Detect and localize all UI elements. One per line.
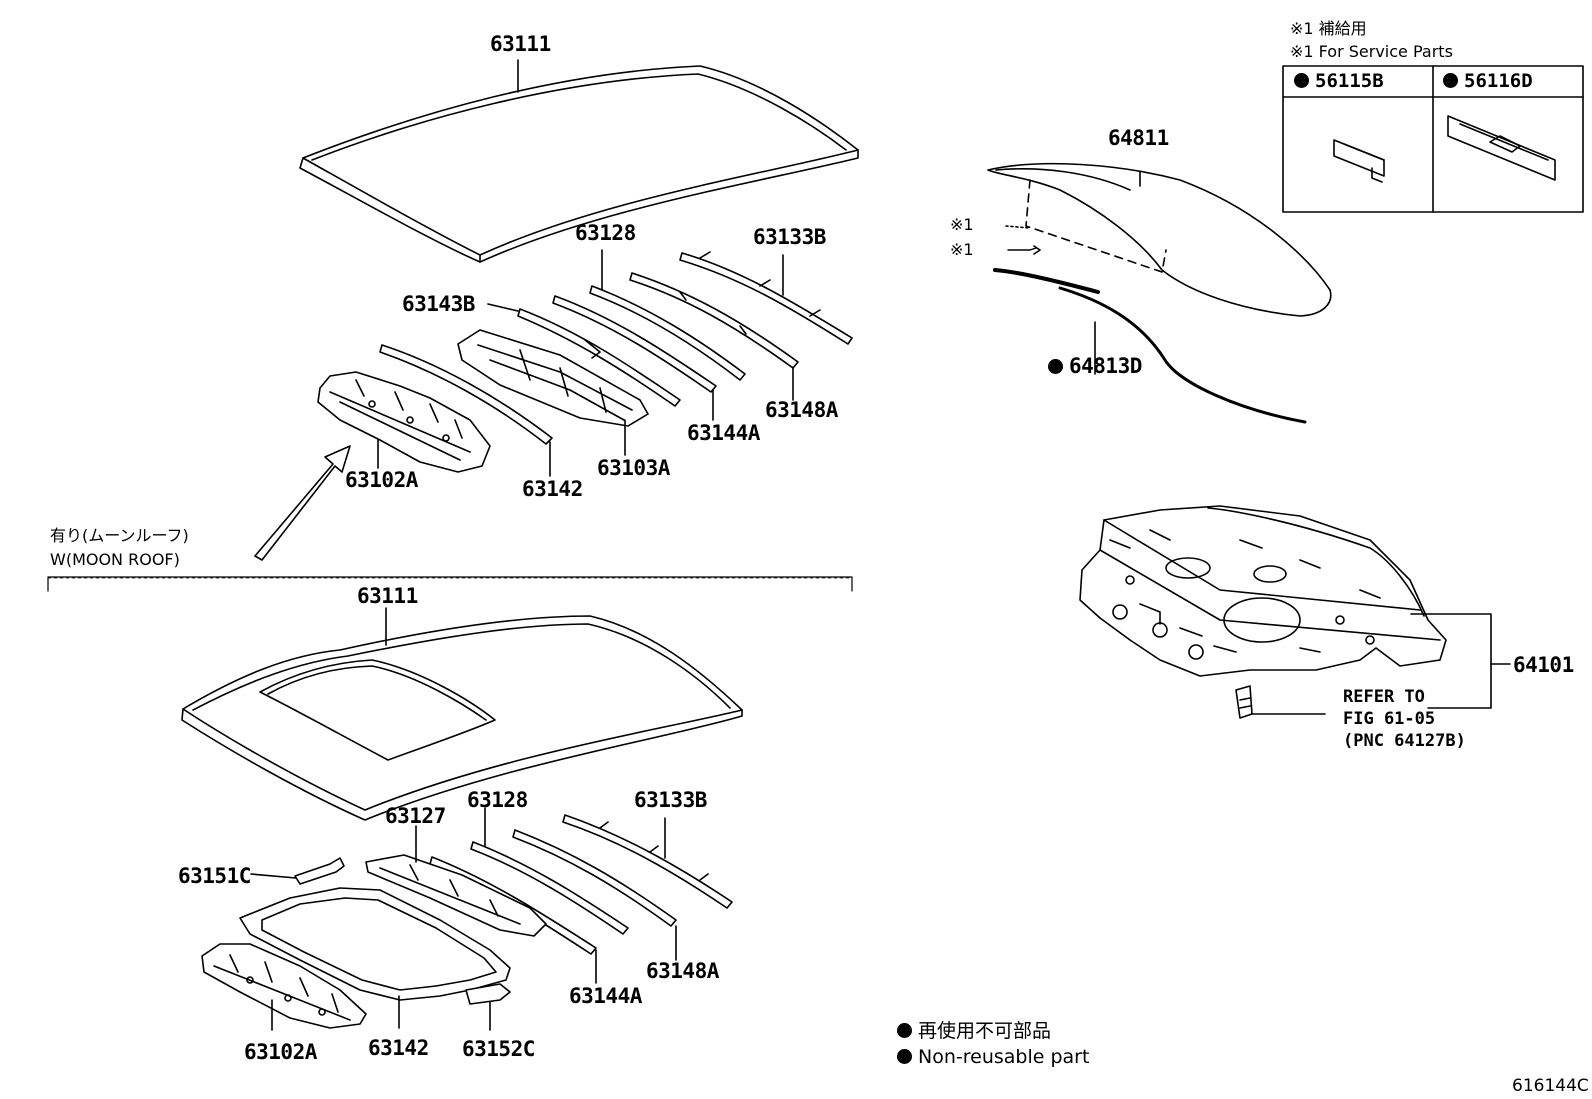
service-part-56115B: 56115B [1294,72,1384,91]
refer-line-1: REFER TO [1343,687,1425,707]
service-part-56116D-text: 56116D [1464,70,1533,92]
service-parts-box [1282,65,1584,213]
part-label-63133B-lower: 63133B [634,788,707,812]
service-note-jp: ※1 補給用 [1290,19,1367,38]
part-label-63151C: 63151C [178,864,251,888]
refer-line-2: FIG 61-05 [1343,709,1436,729]
frame-63142 [239,887,511,1001]
bow-63128-lower [470,841,629,935]
bow-63142 [379,344,553,445]
part-label-63142: 63142 [522,477,583,501]
moon-roof-arrow [254,445,351,561]
part-label-63143B: 63143B [402,292,475,316]
non-reusable-dot-icon [897,1049,912,1064]
part-label-63152C: 63152C [462,1037,535,1061]
back-window-glass [987,162,1332,317]
part-label-64813D: 64813D [1048,356,1142,377]
part-label-63148A: 63148A [765,398,838,422]
bow-63133B-lower [562,814,733,909]
part-label-63133B: 63133B [753,225,826,249]
variant-label-jp: 有り(ムーンルーフ) [50,526,189,545]
variant-label-en: W(MOON ROOF) [50,550,180,569]
part-label-63142-lower: 63142 [368,1036,429,1060]
part-label-63128: 63128 [575,221,636,245]
header-63102A-lower [201,943,367,1029]
bow-63144A [552,295,717,393]
legend-jp-text: 再使用不可部品 [918,1020,1052,1042]
part-label-63127: 63127 [385,804,446,828]
bracket-63152C [465,983,511,1005]
part-label-63102A: 63102A [345,468,418,492]
service-part-56116D: 56116D [1443,72,1533,91]
non-reusable-dot-icon [1443,73,1458,88]
bow-63148A-lower [512,829,677,927]
part-label-63128-lower: 63128 [467,788,528,812]
service-marker-1: ※1 [950,215,974,234]
part-label-63103A: 63103A [597,456,670,480]
clip-64127B [1235,685,1253,719]
legend-en-text: Non-reusable part [918,1046,1090,1068]
refer-line-3: (PNC 64127B) [1343,731,1466,751]
weatherstrip-64813D [993,268,1307,424]
service-part-56115B-text: 56115B [1315,70,1384,92]
package-tray-panel [1079,505,1447,677]
bow-63133B [679,251,853,345]
part-label-64101: 64101 [1513,653,1574,677]
part-label-63144A-lower: 63144A [569,984,642,1008]
roof-panel-lower [181,615,743,821]
part-label-63144A: 63144A [687,421,760,445]
refer-note: REFER TO FIG 61-05 (PNC 64127B) [1343,686,1466,752]
legend-en: Non-reusable part [897,1048,1089,1067]
part-label-63102A-lower: 63102A [244,1040,317,1064]
bow-63143B [517,308,681,407]
bow-63128 [589,285,746,381]
bracket-63151C [294,857,345,885]
panel-63127 [365,854,547,937]
legend-jp: 再使用不可部品 [897,1022,1051,1041]
part-label-64813D-text: 64813D [1069,354,1142,378]
panel-63103A [457,329,649,427]
non-reusable-dot-icon [1294,73,1309,88]
service-marker-2: ※1 [950,240,974,259]
header-63102A [317,371,491,473]
non-reusable-dot-icon [1048,359,1063,374]
diagram-code: 616144C [1512,1076,1589,1096]
part-label-63148A-lower: 63148A [646,959,719,983]
part-label-63111: 63111 [490,32,551,56]
roof-panel-upper [299,65,859,263]
service-note-en: ※1 For Service Parts [1290,42,1453,61]
part-label-64811: 64811 [1108,126,1169,150]
variant-bracket [47,576,853,592]
non-reusable-dot-icon [897,1023,912,1038]
part-label-63111-lower: 63111 [357,584,418,608]
